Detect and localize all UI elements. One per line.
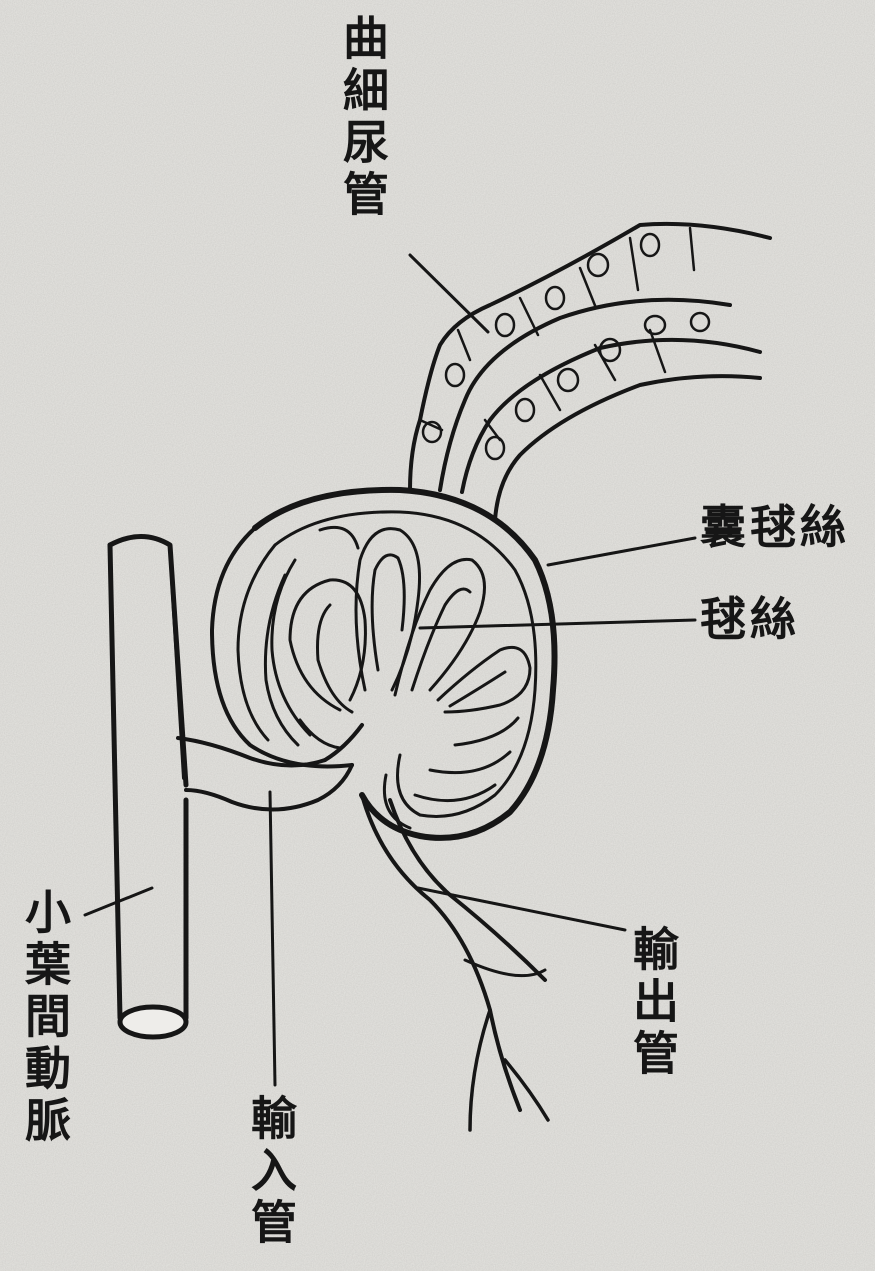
label-capsule: 囊毬絲 (700, 504, 850, 550)
label-convoluted-tubule: 曲細尿管 (340, 14, 386, 222)
label-efferent: 輸出管 (630, 925, 676, 1081)
label-afferent: 輸入管 (248, 1094, 294, 1250)
label-glomerulus: 毬絲 (700, 596, 800, 642)
label-interlobular-artery: 小葉間動脈 (22, 888, 68, 1148)
